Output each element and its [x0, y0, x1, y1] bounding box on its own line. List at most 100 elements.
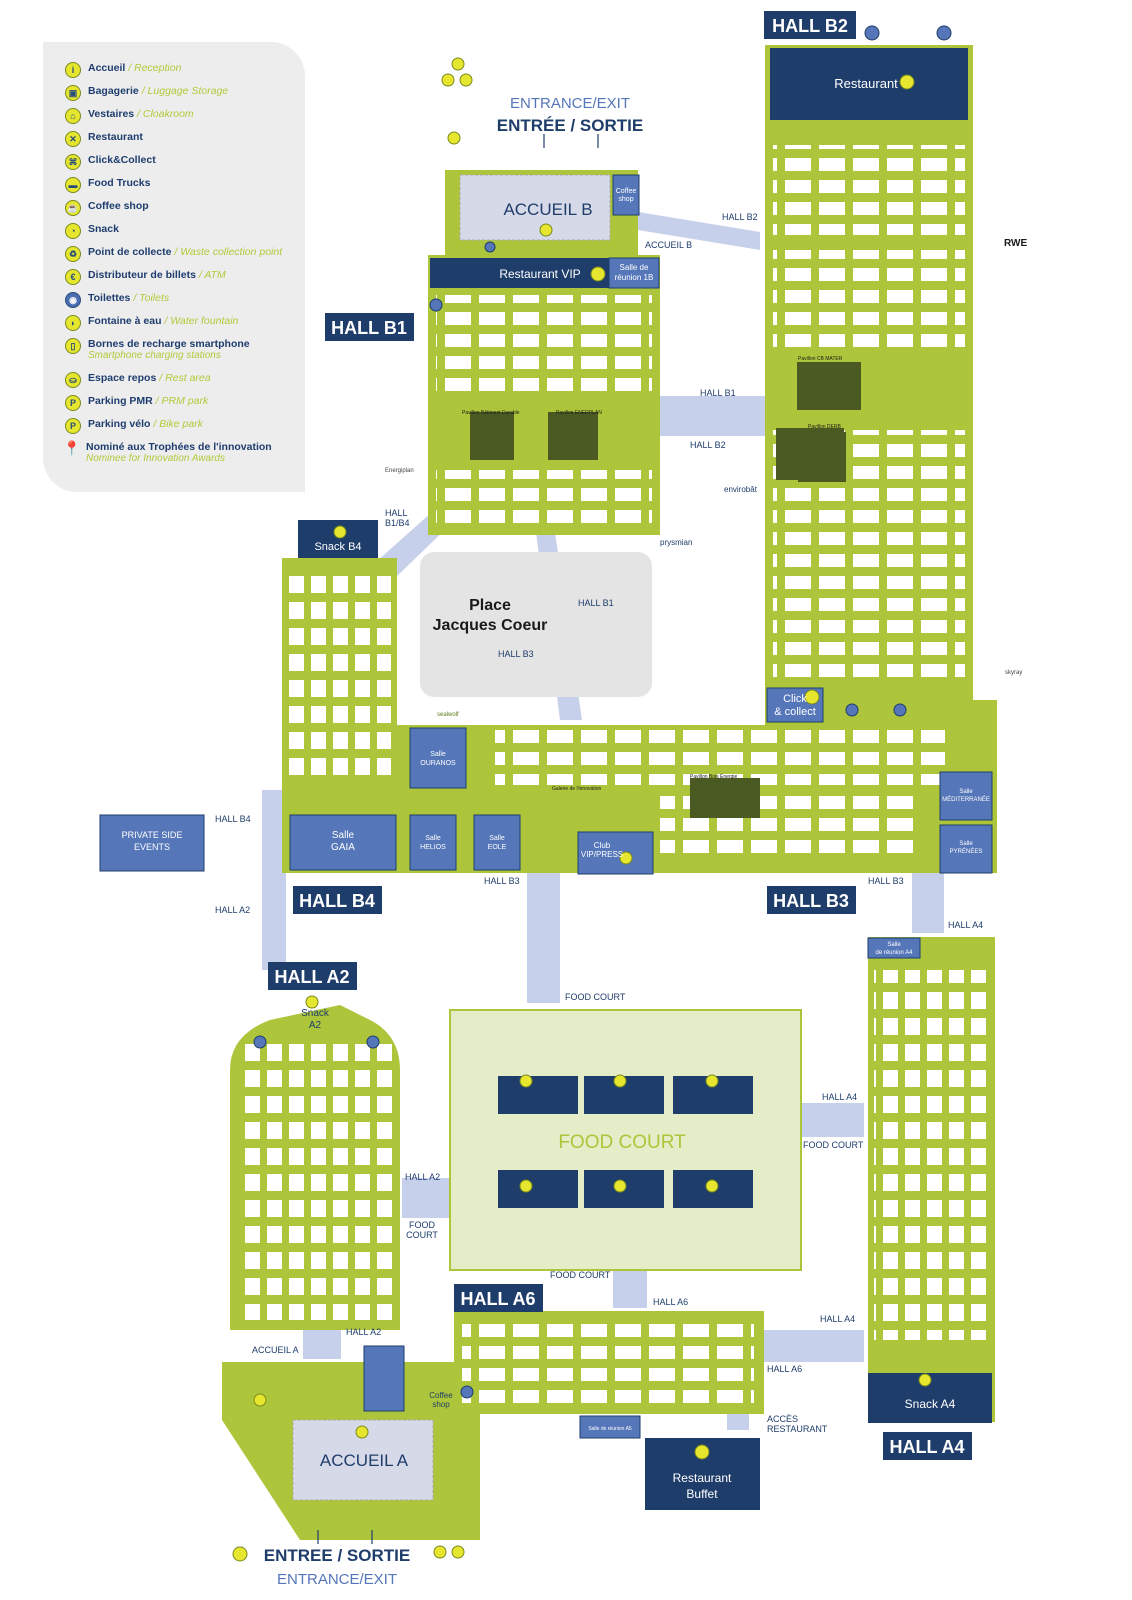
snack-a4: Snack A4	[905, 1397, 956, 1411]
toilet-icons	[253, 25, 952, 1399]
charging-icon: ▯	[65, 338, 81, 354]
fountain-icon: ◗	[65, 315, 81, 331]
corridor-hall-b4-side: HALL B4	[215, 814, 251, 824]
atm-icon: €	[65, 269, 81, 285]
corridor-hall-a4-fc: HALL A4	[822, 1092, 857, 1102]
pavillon-btd: Pavillon Bâtiment Durable	[462, 410, 520, 416]
legend-item-label: Espace repos / Rest area	[88, 372, 211, 384]
galerie-innovation: Galerie de l'innovation	[552, 786, 602, 792]
corridor-food-court-top: FOOD COURT	[565, 992, 626, 1002]
restaurant-vip: Restaurant VIP	[499, 267, 580, 281]
restaurant-b2: Restaurant	[834, 76, 898, 91]
legend-item-label: Click&Collect	[88, 154, 156, 166]
corridor-hall-b3-b: HALL B3	[868, 876, 904, 886]
food-court-label: FOOD COURT	[558, 1132, 686, 1153]
hall-b2-label: HALL B2	[772, 16, 848, 36]
parking-icon: P	[65, 395, 81, 411]
reception-icon: i	[65, 62, 81, 78]
hall-tags	[268, 11, 972, 1460]
bike-parking-icon: P	[65, 418, 81, 434]
pavillon-cbmater: Pavillon CB MATER	[798, 356, 843, 362]
pavillon-enerplan: Pavillon ENERPLAN	[556, 410, 602, 416]
pavillon-bois: Pavillon Bois Énergie	[690, 773, 737, 780]
legend-item: ♻Point de collecte / Waste collection po…	[65, 246, 282, 262]
entrance-arrows	[317, 134, 599, 1544]
accueil-a-label: ACCUEIL A	[320, 1451, 409, 1470]
entrance-bottom-en: ENTRANCE/EXIT	[277, 1571, 397, 1588]
waste-icon: ♻	[65, 246, 81, 262]
legend-item: ⛀Espace repos / Rest area	[65, 372, 211, 388]
corridor-hall-a6-side: HALL A6	[767, 1364, 802, 1374]
legend-item: ▬ Food Trucks	[65, 177, 150, 193]
click-collect: Click& collect	[774, 693, 816, 718]
salle-reunion-a5: Salle de réunion A5	[588, 1426, 632, 1432]
exhibitor-energiplan: Energiplan	[385, 468, 414, 474]
toilets-icon: ◉	[65, 292, 81, 308]
legend-item-label: Toilettes / Toilets	[88, 292, 170, 304]
amenity-icons	[232, 57, 932, 1562]
entrance-top-fr: ENTRÉE / SORTIE	[497, 116, 643, 135]
legend-item-label: Parking PMR / PRM park	[88, 395, 209, 407]
entrance-top-en: ENTRANCE/EXIT	[510, 95, 630, 112]
legend-item: ◔Snack	[65, 223, 119, 239]
restaurant-icon: ✕	[65, 131, 81, 147]
exhibitor-prysmian: prysmian	[660, 538, 692, 547]
food-court-area	[449, 1009, 802, 1271]
legend-item: i Accueil / Reception	[65, 62, 181, 78]
hall-b1-label: HALL B1	[331, 318, 407, 338]
click-collect-icon: ⌘	[65, 154, 81, 170]
legend-item-label: Food Trucks	[88, 177, 151, 189]
entrance-bottom-fr: ENTREE / SORTIE	[264, 1546, 410, 1565]
legend-item: ⌘ Click&Collect	[65, 154, 156, 170]
food-truck-icon: ▬	[65, 177, 81, 193]
hall-b4-label: HALL B4	[299, 891, 375, 911]
legend-item: ◗ Fontaine à eau / Water fountain	[65, 315, 238, 331]
legend-item-label: Accueil / Reception	[88, 62, 182, 74]
legend-item-label: Bagagerie / Luggage Storage	[88, 85, 229, 97]
legend-item: ✕ Restaurant	[65, 131, 143, 147]
corridor-food-court-a6: FOOD COURT	[550, 1270, 611, 1280]
legend-item-label: Restaurant	[88, 131, 143, 143]
corridor-hall-a6-top: HALL A6	[653, 1297, 688, 1307]
pavillon-derb: Pavillon DERB	[808, 424, 841, 430]
exhibitor-sealwolf: sealwolf	[437, 712, 459, 718]
corridor-hall-a2-side: HALL A2	[215, 905, 250, 915]
exhibitor-skyray: skyray	[1005, 670, 1022, 676]
corridor-accueil-b: ACCUEIL B	[645, 240, 692, 250]
luggage-icon: ▣	[65, 85, 81, 101]
hall-a4-label: HALL A4	[889, 1437, 964, 1457]
legend-panel: i Accueil / Reception ▣ Bagagerie / Luggage…	[43, 42, 305, 492]
accueil-b-box	[459, 174, 611, 241]
cloakroom-icon: ⌂	[65, 108, 81, 124]
booth-grids	[238, 145, 989, 1403]
hall-a2-label: HALL A2	[274, 967, 349, 987]
exhibitor-envirobat: envirobât	[724, 485, 758, 494]
snack-icon: ◔	[65, 223, 81, 239]
legend-item: ▣ Bagagerie / Luggage Storage	[65, 85, 228, 101]
corridor-accueil-a: ACCUEIL A	[252, 1345, 299, 1355]
hall-b3-label: HALL B3	[773, 891, 849, 911]
legend-item: ◉ Toilettes / Toilets	[65, 292, 169, 308]
legend-item: ☕Coffee shop	[65, 200, 149, 216]
corridor-hall-a2-bottom: HALL A2	[346, 1327, 381, 1337]
legend-item-label: Fontaine à eau / Water fountain	[88, 315, 239, 327]
